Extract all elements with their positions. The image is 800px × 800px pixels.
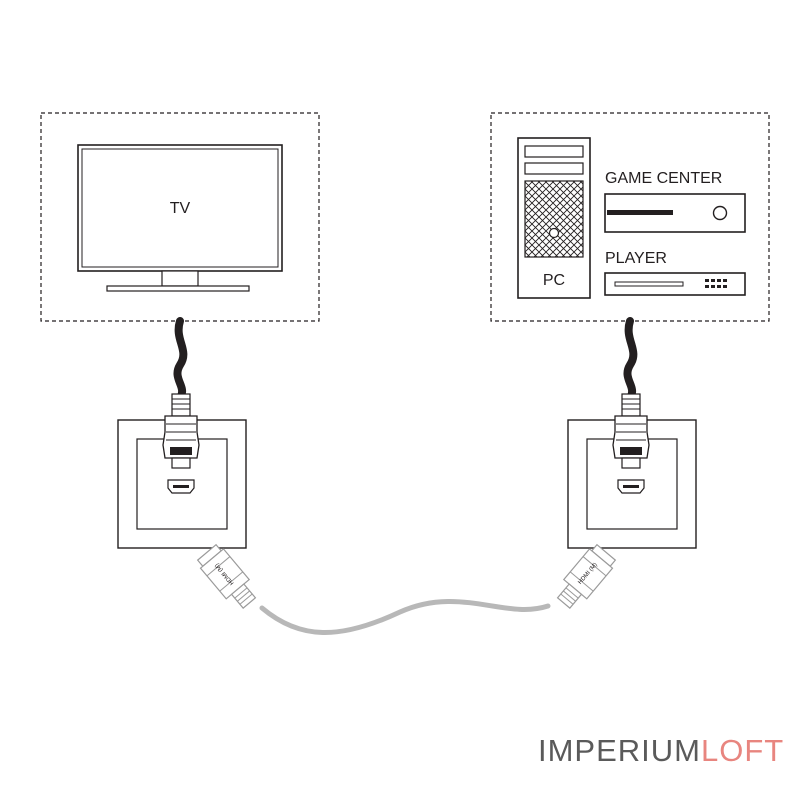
player-label: PLAYER — [605, 250, 667, 267]
media-player-icon — [604, 272, 746, 296]
right-plug-hdmi-text: HDMI — [623, 450, 639, 456]
brand-logo: IMPERIUMLOFT — [538, 733, 784, 769]
right-hdmi-plug-icon: HDMI — [612, 393, 650, 469]
left-plug-hdmi-text: HDMI — [173, 450, 189, 456]
left-hdmi-socket-icon — [167, 479, 195, 494]
tv-black-cable — [173, 317, 188, 400]
devices-black-cable — [623, 317, 638, 400]
left-hdmi-plug-icon: HDMI — [162, 393, 200, 469]
brand-logo-part1: IMPERIUM — [538, 733, 701, 768]
left-cable-plug-icon: HDMI (M) — [196, 543, 257, 609]
tv-label: TV — [170, 200, 191, 217]
pc-tower-icon — [517, 137, 591, 299]
brand-logo-part2: LOFT — [701, 733, 785, 768]
pc-label: PC — [543, 272, 565, 289]
grey-hdmi-cable — [259, 598, 551, 635]
tv-icon — [77, 144, 283, 292]
game-console-icon — [604, 193, 746, 233]
right-cable-plug-icon: HDMI (M) — [556, 543, 617, 609]
right-hdmi-socket-icon — [617, 479, 645, 494]
game-center-label: GAME CENTER — [605, 170, 722, 187]
